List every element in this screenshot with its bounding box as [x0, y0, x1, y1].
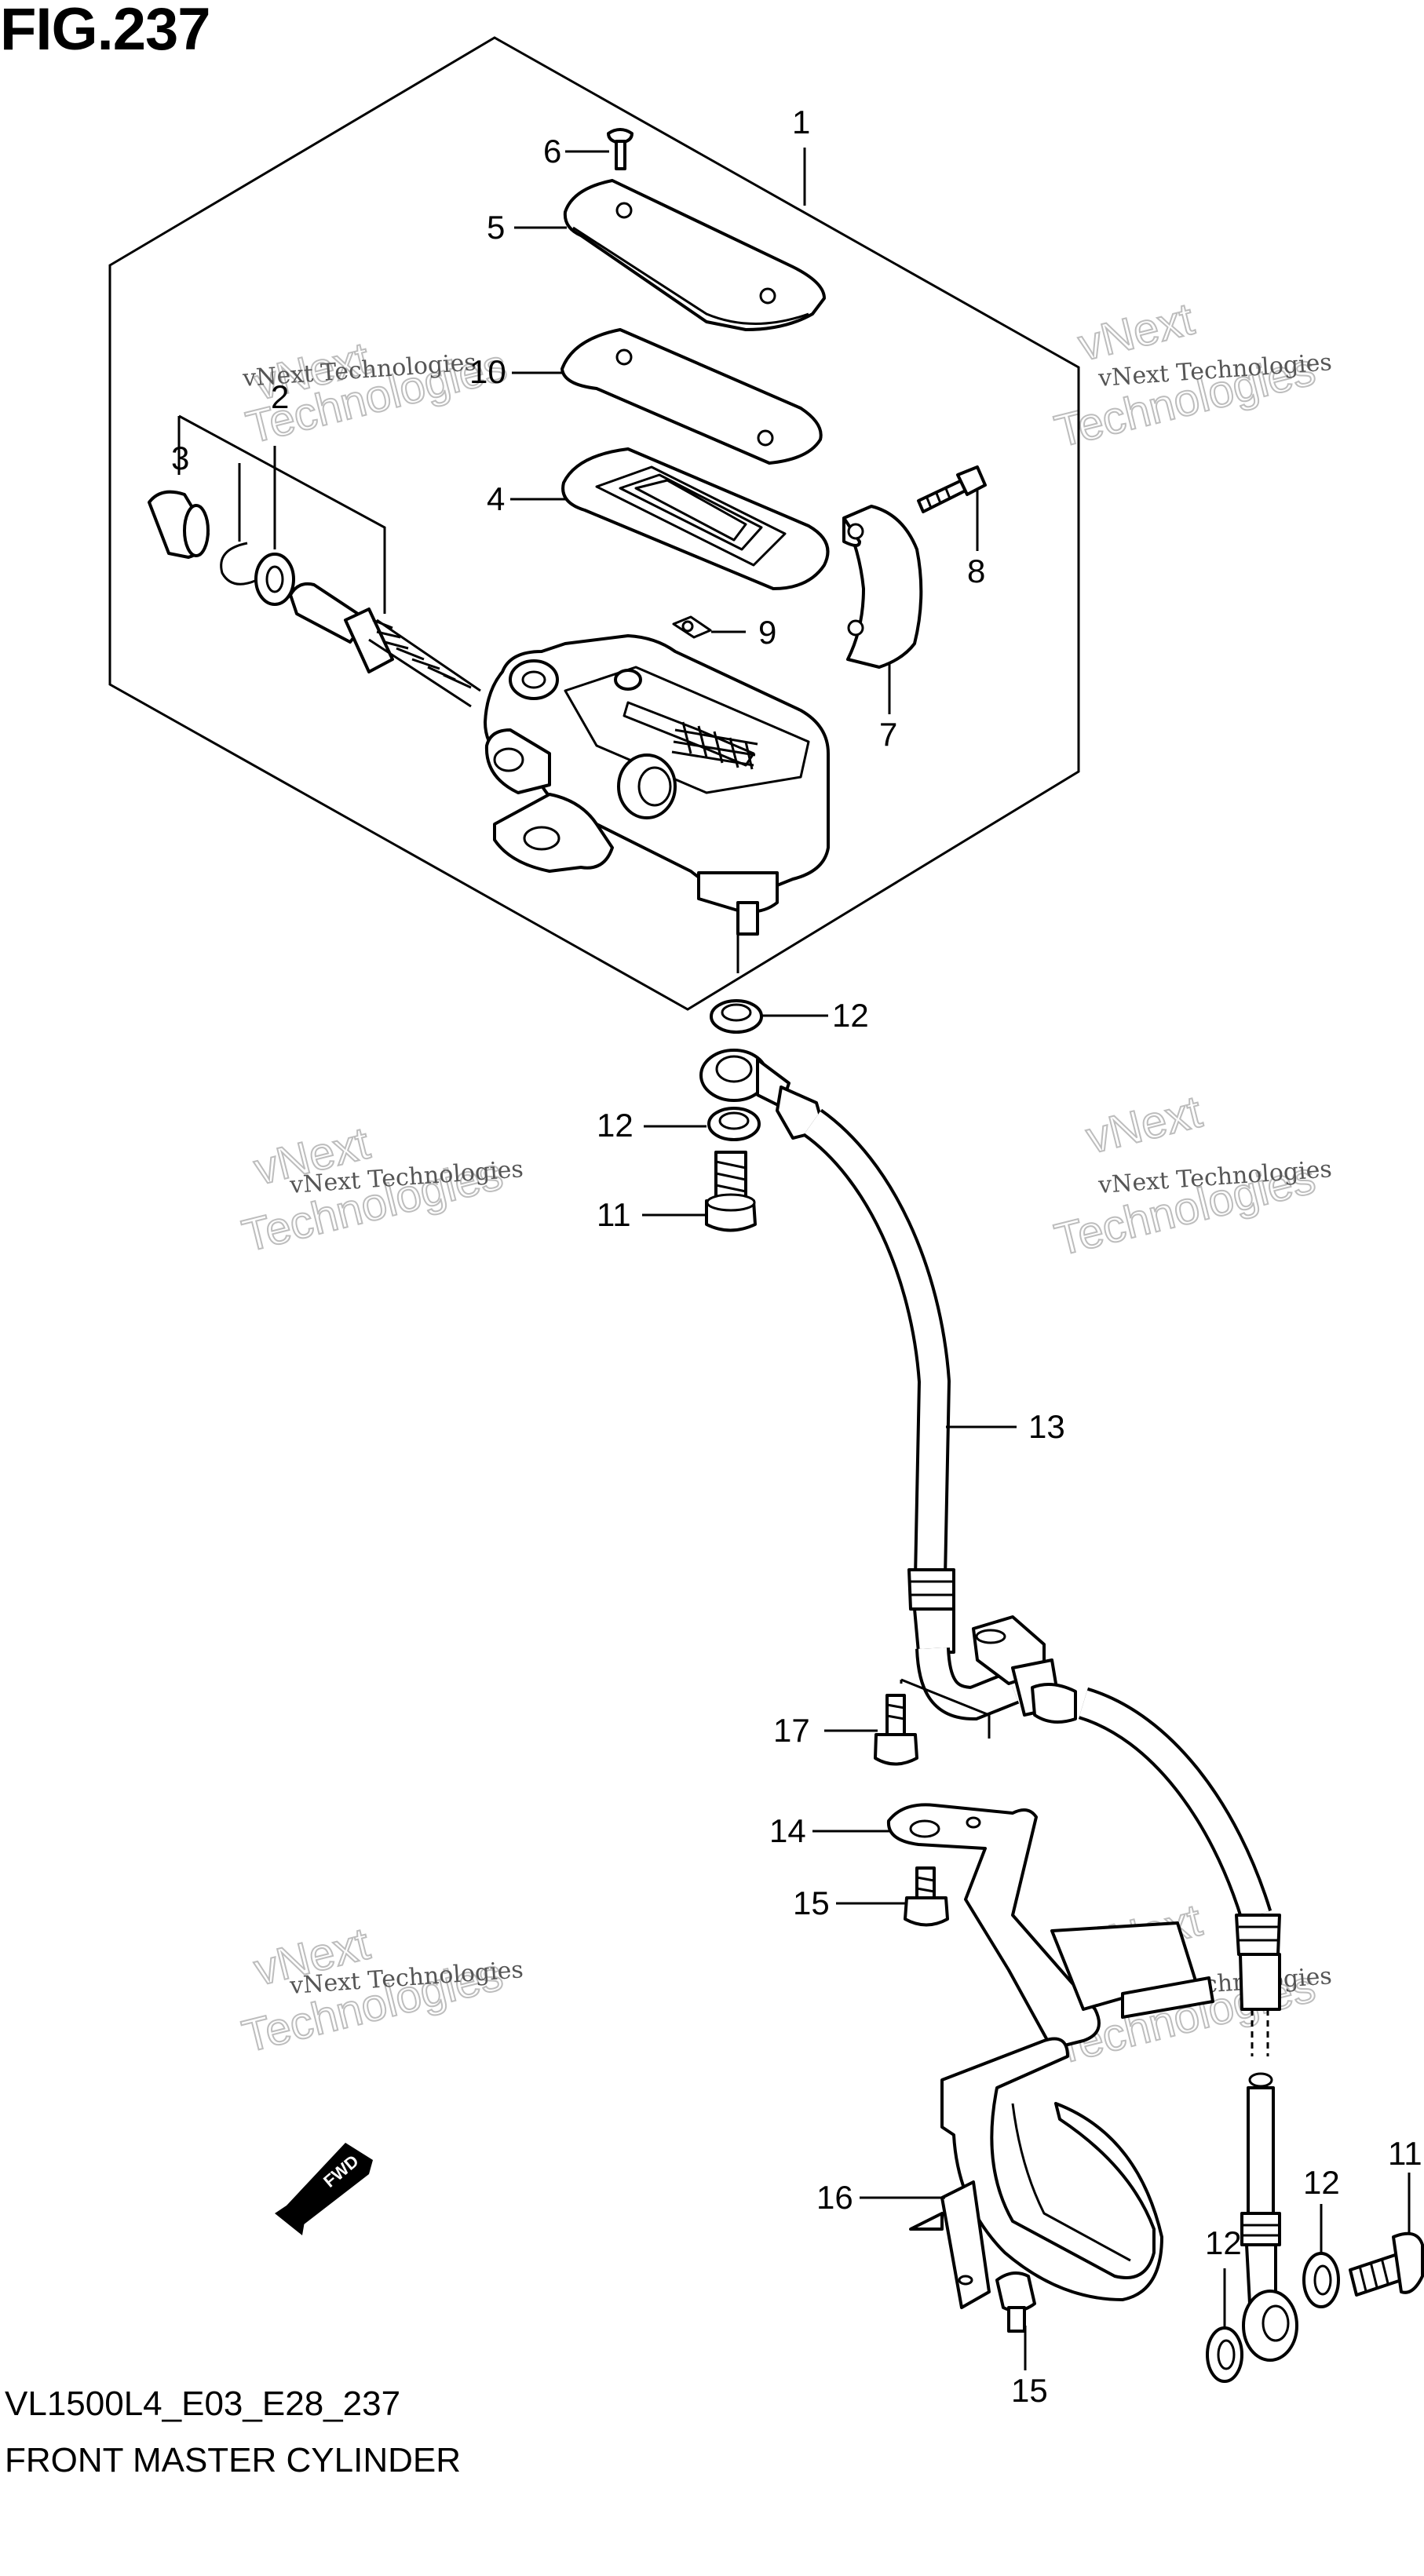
callout-8: 8 [967, 553, 985, 589]
piston-kit-bracket [177, 414, 386, 614]
callout-14: 14 [769, 1812, 806, 1849]
leader-lines [510, 148, 1411, 2370]
callout-17: 17 [773, 1712, 810, 1749]
piston-and-spring [289, 582, 481, 708]
figure-title: FIG.237 [0, 0, 211, 63]
callout-3: 3 [171, 440, 189, 476]
assembly-outline [108, 36, 1080, 1011]
callout-12-lower-left: 12 [1205, 2224, 1242, 2261]
fwd-arrow-icon: FWD [275, 2143, 373, 2235]
bracket-14 [886, 1803, 1214, 2050]
clamp-bolt [917, 465, 987, 513]
bolt-15-lower [995, 2271, 1036, 2333]
watermark-mid-right: vNext Technologies vNext Technologies [1049, 1085, 1332, 1267]
bolt-15-upper [904, 1866, 949, 1927]
piston-boot [148, 490, 210, 559]
piston-washer [254, 553, 295, 606]
cap-screw [607, 128, 633, 170]
watermark-bottom-left: vNext Technologies vNext Technologies [236, 1917, 524, 2063]
callout-5: 5 [487, 209, 505, 246]
hose-guide-16 [909, 2037, 1163, 2309]
banjo-fitting-upper [699, 1049, 791, 1108]
clamp-holder [842, 505, 923, 669]
callouts: 1 2 3 4 5 6 7 8 9 10 11 12 12 13 14 15 1… [171, 104, 1422, 2409]
callout-4: 4 [487, 480, 505, 517]
master-cylinder-body [484, 634, 830, 936]
banjo-bolt-lower [1349, 2231, 1424, 2297]
callout-16: 16 [816, 2179, 853, 2216]
sealing-washer-lower-right [1302, 2252, 1340, 2308]
circlip [220, 542, 256, 586]
brake-hose-lower [1078, 1687, 1298, 2362]
joint-mount-outline [900, 1678, 991, 1739]
diaphragm-plate [560, 328, 823, 465]
sealing-washer-upper [710, 999, 763, 1034]
callout-1: 1 [792, 104, 810, 140]
callout-12-middle: 12 [597, 1107, 633, 1144]
svg-text:vNext: vNext [1081, 1086, 1207, 1164]
figure-code: VL1500L4_E03_E28_237 [5, 2384, 401, 2423]
callout-6: 6 [543, 133, 561, 170]
callout-10: 10 [469, 353, 506, 390]
hose-joint-fitting [972, 1615, 1077, 1724]
sealing-washer-middle [707, 1107, 761, 1141]
watermark-mid-left: vNext Technologies vNext Technologies [236, 1117, 524, 1263]
sealing-washer-lower-left [1206, 2326, 1243, 2383]
callout-7: 7 [879, 716, 897, 753]
brake-hose-upper [776, 1085, 1020, 1721]
callout-13: 13 [1028, 1408, 1065, 1445]
callout-11-lower: 11 [1388, 2135, 1422, 2172]
callout-2: 2 [271, 378, 289, 415]
callout-15-upper: 15 [793, 1885, 830, 1921]
watermark-top-right: vNext Technologies vNext Technologies [1049, 293, 1332, 458]
callout-12-lower-right: 12 [1303, 2164, 1340, 2201]
reservoir-cap [563, 179, 826, 331]
bleeder-clip [672, 615, 712, 639]
callout-15-lower: 15 [1011, 2372, 1048, 2409]
banjo-bolt-upper [705, 1151, 757, 1232]
diaphragm [561, 447, 830, 590]
callout-12-upper: 12 [832, 997, 869, 1034]
figure-name: FRONT MASTER CYLINDER [5, 2441, 462, 2479]
bolt-17 [874, 1694, 918, 1766]
callout-9: 9 [758, 614, 776, 651]
callout-11-upper: 11 [597, 1196, 631, 1233]
